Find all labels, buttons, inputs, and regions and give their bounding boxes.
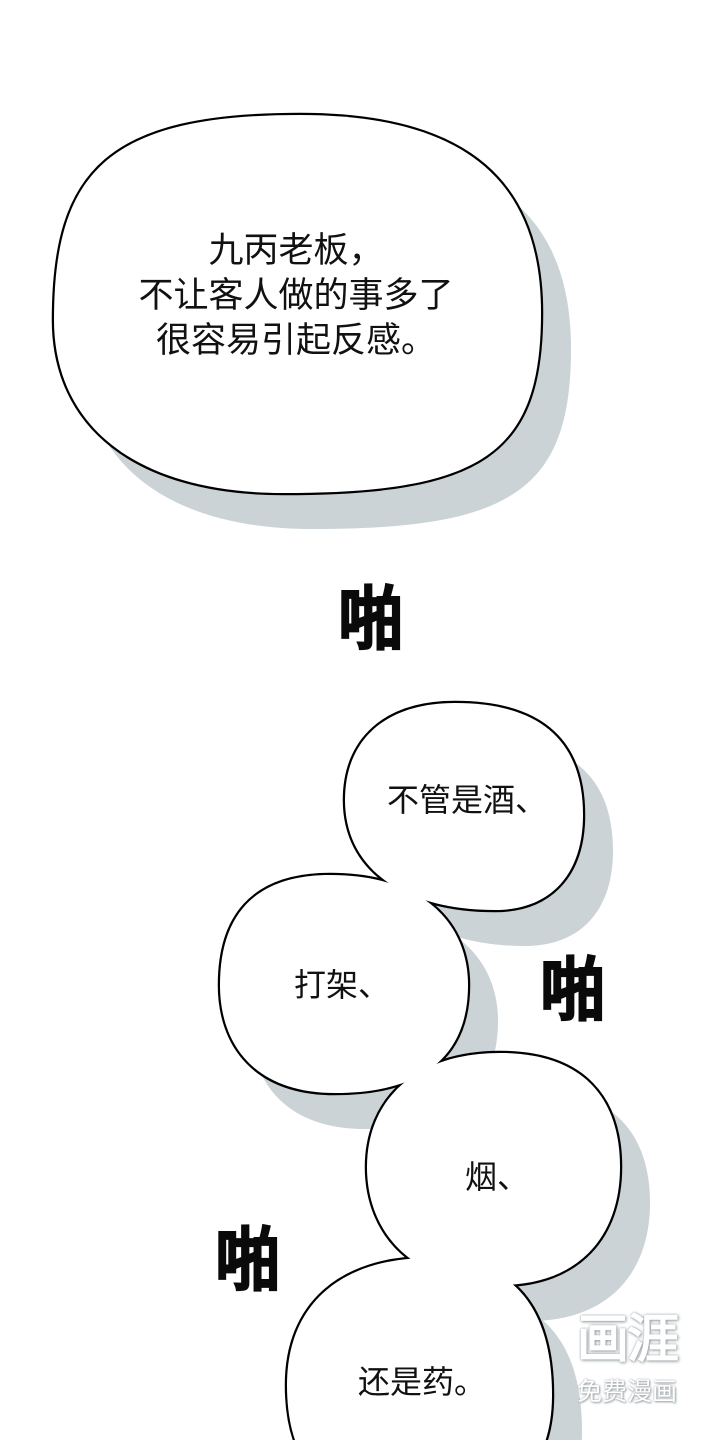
speech-bubble-a — [345, 703, 583, 910]
speech-bubble-c — [367, 1053, 620, 1285]
sound-effect-pa: 啪 — [338, 581, 405, 660]
watermark-tagline: 免费漫画 — [576, 1377, 677, 1406]
sound-effect-pa: 啪 — [215, 1222, 282, 1301]
watermark-logo: 画涯 — [576, 1310, 679, 1370]
dialogue-line: 不让客人做的事多了 — [138, 276, 454, 316]
sound-effect-pa: 啪 — [540, 952, 607, 1031]
bubble-c-dialogue: 烟、 — [464, 1158, 529, 1196]
top-speech-bubble — [54, 115, 541, 493]
bubble-b-dialogue: 打架、 — [293, 966, 390, 1004]
bubble-fills — [54, 115, 620, 1440]
bubble-a-dialogue: 不管是酒、 — [386, 781, 547, 819]
speech-bubble-b — [220, 875, 468, 1093]
speech-bubble-d — [287, 1258, 552, 1440]
dialogue-line: 很容易引起反感。 — [155, 321, 436, 361]
dialogue-line: 九丙老板， — [208, 231, 384, 271]
bubble-d-dialogue: 还是药。 — [357, 1363, 486, 1401]
watermark: 画涯 免费漫画 — [562, 1308, 692, 1408]
top-bubble-dialogue: 九丙老板， 不让客人做的事多了 很容易引起反感。 — [96, 229, 496, 364]
